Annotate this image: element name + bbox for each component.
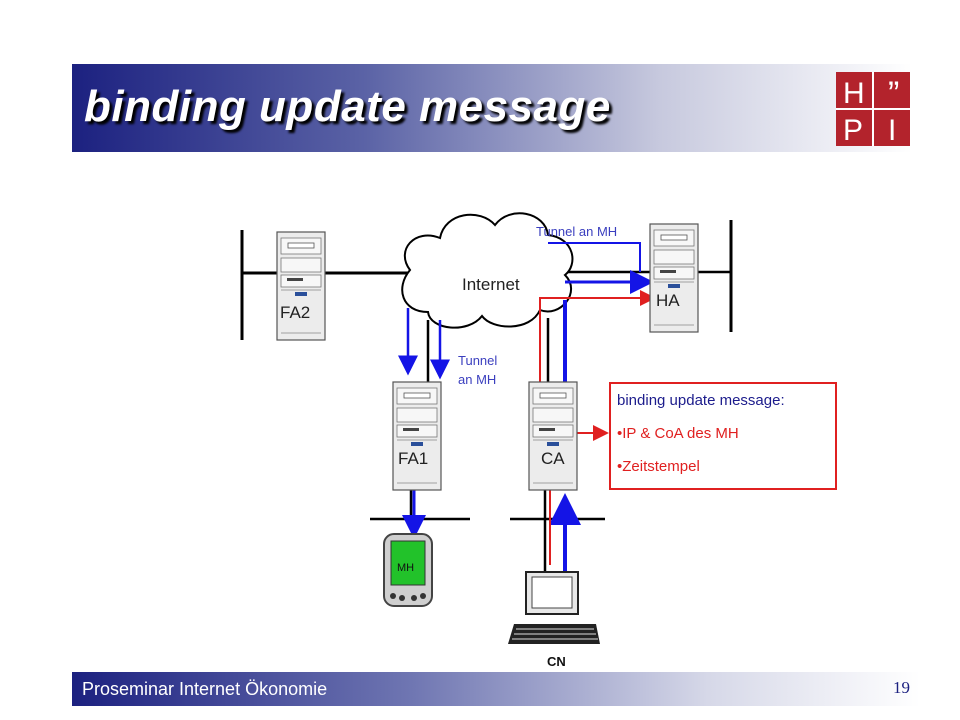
server-fa2: FA2 (276, 231, 326, 341)
server-ca: CA (528, 381, 578, 491)
svg-text:I: I (888, 114, 896, 146)
cn-label: CN (547, 654, 566, 669)
ca-label: CA (541, 449, 565, 468)
fa2-label: FA2 (280, 303, 310, 322)
hpi-logo: H ” P I (836, 72, 910, 146)
info-heading: binding update message: (617, 392, 785, 409)
server-fa1: FA1 (392, 381, 442, 491)
svg-text:H: H (843, 77, 865, 110)
binding-update-info-box (609, 382, 837, 490)
fa1-label: FA1 (398, 449, 428, 468)
server-ha: HA (649, 223, 699, 333)
footer-text: Proseminar Internet Ökonomie (82, 679, 328, 699)
title-bar (72, 64, 912, 152)
tunnel-left-label-2: an MH (458, 372, 496, 387)
tunnel-top-label: Tunnel an MH (536, 224, 617, 239)
pda-mobile-host: MH (383, 533, 433, 607)
info-bullet-ip-coa: •IP & CoA des MH (617, 425, 739, 442)
svg-text:P: P (843, 114, 863, 146)
footer-bar (72, 672, 920, 706)
pda-label: MH (397, 562, 414, 574)
slide-title: binding update message (84, 82, 611, 131)
svg-text:”: ” (888, 75, 899, 113)
info-bullet-timestamp: •Zeitstempel (617, 458, 700, 475)
tunnel-left-label-1: Tunnel (458, 353, 497, 368)
page-number: 19 (893, 678, 910, 697)
computer-cn: CN (508, 571, 600, 669)
ha-label: HA (656, 291, 680, 310)
internet-label: Internet (462, 275, 520, 294)
